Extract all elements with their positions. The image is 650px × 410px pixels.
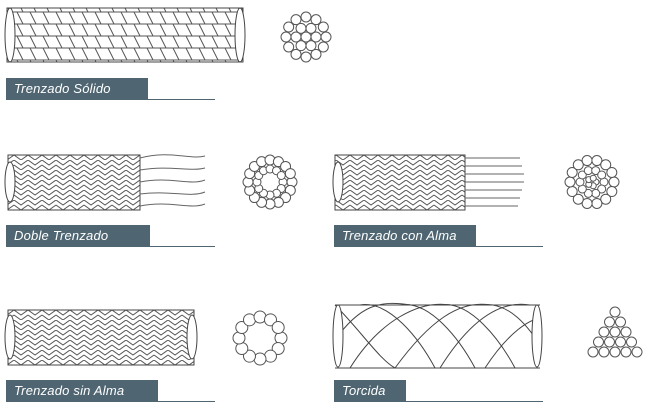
strand (591, 155, 603, 167)
underline (334, 401, 543, 402)
strand (566, 166, 578, 178)
strand (589, 174, 597, 182)
strand (598, 346, 610, 358)
cross-section-braid-with-core (564, 155, 620, 209)
strand (581, 197, 593, 209)
strand (581, 155, 593, 167)
strand (631, 346, 643, 358)
rope-double-braid (4, 154, 206, 211)
cross-section-twisted (587, 306, 643, 358)
strand (615, 316, 626, 328)
strand (609, 346, 621, 358)
cross-section-braid-without-core (232, 310, 288, 366)
rope-twisted (332, 302, 543, 369)
strand (591, 197, 603, 209)
strand (572, 193, 584, 205)
strand (305, 22, 317, 34)
label-doble-trenzado: Doble Trenzado (6, 225, 150, 247)
strand (604, 336, 615, 348)
label-trenzado-con-alma: Trenzado con Alma (334, 225, 476, 247)
strand (620, 326, 632, 338)
strand (626, 336, 637, 348)
rope-braid-without-core (4, 309, 198, 366)
strand (593, 336, 604, 348)
strand (283, 21, 295, 33)
strand (300, 31, 312, 43)
strand (235, 321, 249, 334)
underline (6, 99, 215, 100)
strand (300, 11, 312, 23)
strand (587, 346, 599, 358)
underline (6, 401, 215, 402)
strand (604, 316, 615, 328)
strand (597, 170, 607, 180)
strand (598, 326, 610, 338)
strand (583, 166, 593, 176)
label-trenzado-solido: Trenzado Sólido (6, 78, 148, 100)
strand (564, 176, 576, 188)
strand (283, 41, 295, 53)
cross-section-solid-braid (280, 11, 332, 63)
strand (284, 168, 296, 180)
strand (317, 41, 329, 53)
strand (300, 51, 312, 63)
strand (290, 14, 302, 26)
strand (609, 326, 621, 338)
rope-solid-braid (4, 7, 246, 63)
strand (317, 21, 329, 33)
strand (606, 186, 618, 198)
label-torcida: Torcida (334, 380, 406, 402)
strand (600, 193, 612, 205)
strand (280, 31, 292, 43)
strand (577, 170, 587, 180)
underline (334, 246, 543, 247)
strand (320, 31, 332, 43)
strand (566, 186, 578, 198)
strand (310, 48, 322, 60)
strand (600, 159, 612, 171)
rope-braid-with-core (332, 154, 524, 211)
strand (606, 166, 618, 178)
strand (591, 188, 601, 198)
strand (615, 336, 626, 348)
strand (591, 166, 601, 176)
strand (276, 171, 286, 180)
strand (310, 14, 322, 26)
strand (608, 176, 620, 188)
strand (271, 321, 285, 334)
strand (271, 342, 285, 355)
strand (620, 346, 632, 358)
strand (597, 184, 607, 194)
cross-section-double-braid (242, 154, 298, 210)
strand (264, 313, 277, 327)
strand (295, 40, 307, 52)
underline (6, 246, 215, 247)
strand (609, 306, 621, 318)
strand (583, 188, 593, 198)
strand (290, 48, 302, 60)
label-trenzado-sin-alma: Trenzado sin Alma (6, 380, 158, 402)
strand (243, 349, 256, 363)
strand (572, 159, 584, 171)
